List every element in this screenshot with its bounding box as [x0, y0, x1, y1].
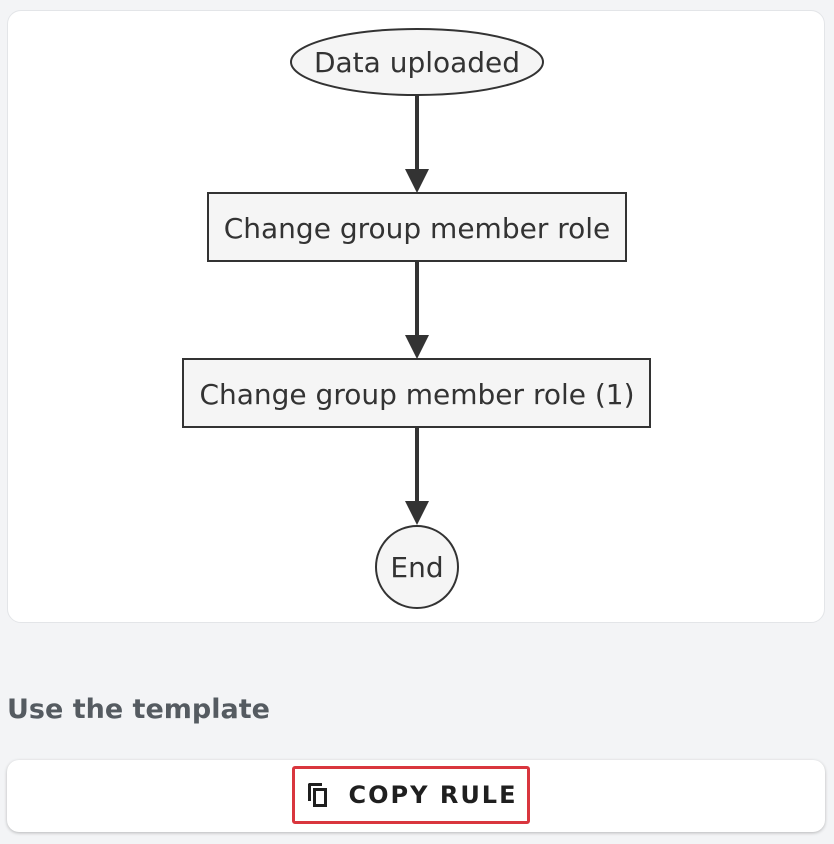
- edge-start-to-step1: [405, 94, 429, 193]
- node-end: End: [375, 525, 459, 609]
- flow-diagram-card: Data uploaded Change group member role C…: [7, 10, 825, 623]
- node-change-group-member-role-1-label: Change group member role (1): [199, 378, 634, 411]
- node-data-uploaded: Data uploaded: [290, 28, 544, 96]
- use-template-heading: Use the template: [7, 694, 270, 725]
- node-end-label: End: [390, 551, 443, 584]
- node-change-group-member-role-label: Change group member role: [224, 212, 611, 245]
- flow-diagram: Data uploaded Change group member role C…: [182, 28, 651, 609]
- template-action-card: COPY RULE: [7, 760, 825, 832]
- node-change-group-member-role-1: Change group member role (1): [182, 358, 651, 428]
- copy-rule-button[interactable]: COPY RULE: [292, 766, 530, 824]
- node-data-uploaded-label: Data uploaded: [314, 46, 520, 79]
- copy-icon: [305, 781, 331, 809]
- node-change-group-member-role: Change group member role: [207, 192, 627, 262]
- copy-rule-label: COPY RULE: [348, 781, 518, 809]
- edge-step2-to-end: [405, 427, 429, 525]
- edge-step1-to-step2: [405, 261, 429, 359]
